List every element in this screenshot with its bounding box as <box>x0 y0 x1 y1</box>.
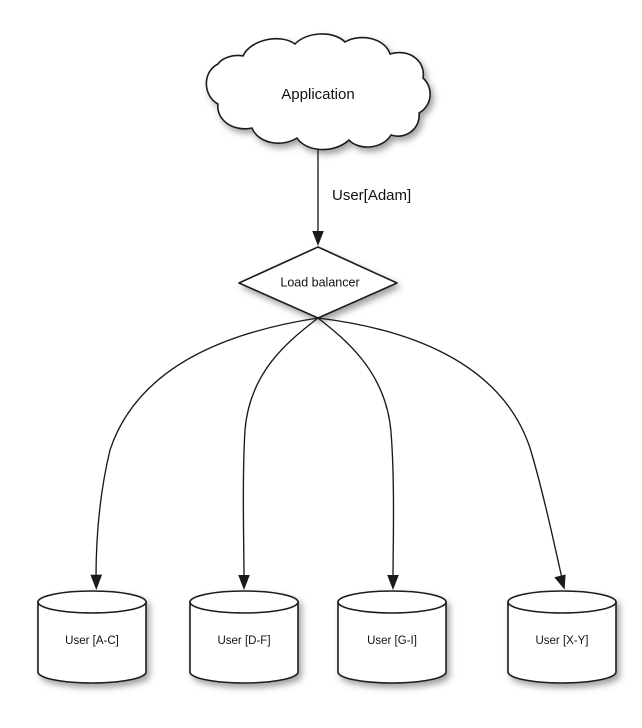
edge-application-to-balancer: User[Adam] <box>312 150 411 246</box>
edge-balancer-to-db-x-y <box>317 317 566 590</box>
arrow-head-db-g-i <box>387 575 399 590</box>
node-load-balancer[interactable]: Load balancer <box>238 246 398 319</box>
load-balancer-label: Load balancer <box>280 275 359 289</box>
cylinder-body-g-i <box>337 601 447 684</box>
database-label-a-c: User [A-C] <box>65 635 119 647</box>
arrow-head-app-balancer <box>312 231 324 246</box>
arrow-head-db-a-c <box>90 574 103 590</box>
edge-curve-db-a-c <box>95 317 319 579</box>
edge-curve-db-g-i <box>317 317 395 579</box>
cylinder-top-d-f <box>189 590 299 614</box>
edge-balancer-to-db-d-f <box>238 317 319 590</box>
cylinder-top-x-y <box>507 590 617 614</box>
edge-balancer-to-db-g-i <box>317 317 399 590</box>
database-label-x-y: User [X-Y] <box>535 635 588 647</box>
cylinder-body-x-y <box>507 601 617 684</box>
edge-balancer-to-db-a-c <box>90 317 319 590</box>
edge-label-user-adam: User[Adam] <box>332 187 411 204</box>
edge-curve-db-d-f <box>242 317 319 579</box>
node-database-a-c[interactable]: User [A-C] <box>37 590 147 684</box>
node-database-x-y[interactable]: User [X-Y] <box>507 590 617 684</box>
arrow-head-db-x-y <box>554 574 566 590</box>
cloud-shape <box>205 33 431 151</box>
cylinder-top-a-c <box>37 590 147 614</box>
cloud-label: Application <box>281 86 354 103</box>
cylinder-top-g-i <box>337 590 447 614</box>
node-application-cloud[interactable]: Application <box>205 33 431 151</box>
node-database-g-i[interactable]: User [G-I] <box>337 590 447 684</box>
edge-curve-db-x-y <box>317 317 563 579</box>
cylinder-body-d-f <box>189 601 299 684</box>
node-database-d-f[interactable]: User [D-F] <box>189 590 299 684</box>
database-label-d-f: User [D-F] <box>217 635 270 647</box>
database-label-g-i: User [G-I] <box>367 635 417 647</box>
arrow-head-db-d-f <box>238 575 250 590</box>
cylinder-body-a-c <box>37 601 147 684</box>
